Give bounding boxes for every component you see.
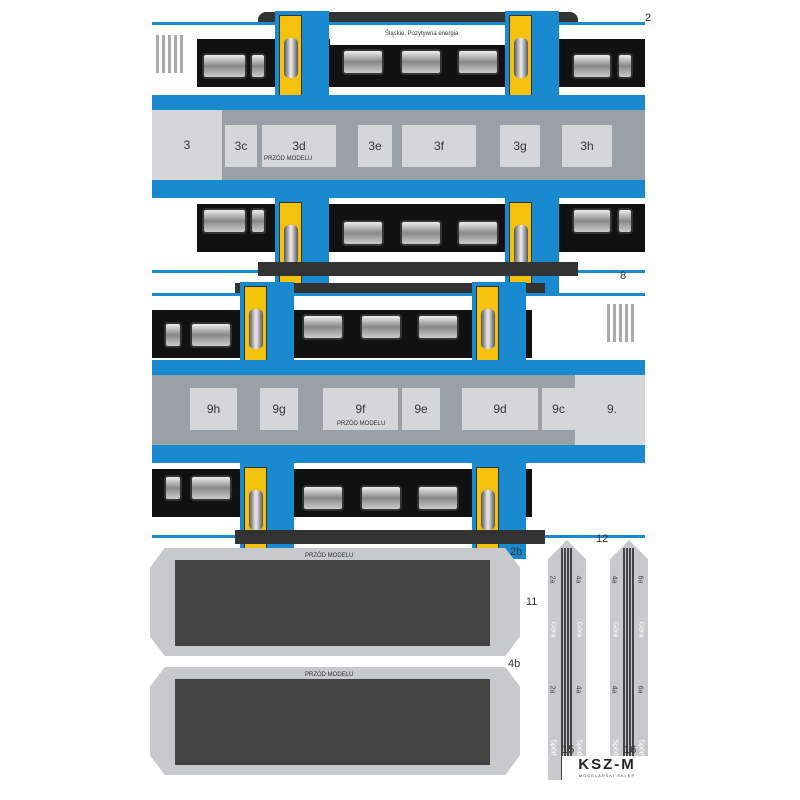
ad-area: Śląskie. Pozytywna energia	[330, 25, 506, 45]
strip-label: 2a	[548, 685, 556, 694]
strip-label: Góra	[637, 621, 645, 638]
door	[275, 11, 329, 191]
window	[190, 322, 232, 348]
panel-9d: 9d	[462, 388, 538, 430]
strip-label: 4a	[610, 685, 618, 694]
panel-9: 9.	[606, 402, 617, 416]
roof-part-2b: PRZÓD MODELU	[150, 548, 520, 656]
roof-part-4b: PRZÓD MODELU	[150, 667, 520, 775]
side-wall-upper: Śląskie. Pozytywna energia	[152, 11, 645, 191]
window	[400, 49, 442, 75]
window	[360, 314, 402, 340]
blue-stripe	[152, 445, 645, 460]
side-wall-lower	[152, 460, 645, 643]
panel-3d-label: 3d	[292, 139, 306, 153]
part-number-2: 2	[645, 12, 652, 24]
strip-number: 15	[562, 744, 575, 756]
strip-label: Spód	[549, 739, 557, 756]
panel-3e: 3e	[358, 125, 392, 167]
panel-9e: 9e	[402, 388, 440, 430]
brand-logo: KSZ-M MODELARSKI SKLEP	[562, 756, 652, 780]
front-label: PRZÓD MODELU	[264, 156, 313, 162]
blue-stripe	[152, 95, 645, 110]
part-number-12: 12	[596, 533, 609, 545]
panel-3d: 3d	[262, 125, 336, 167]
strip-label: 2a	[548, 575, 556, 584]
strip-part-12: 4a Góra 4a Spód 6a Góra 6a Spód 16	[610, 540, 648, 780]
roof-edge	[258, 262, 578, 276]
logo-name: KSZ-M	[578, 756, 636, 773]
panel-3g: 3g	[500, 125, 540, 167]
window	[417, 314, 459, 340]
panel-3f: 3f	[402, 125, 476, 167]
strip-part-11: 2a Góra 2a Spód 4a Góra 4a Spód 15	[548, 540, 586, 780]
part-number-8: 8	[620, 270, 627, 282]
window	[250, 53, 266, 79]
door	[275, 198, 329, 378]
front-label: PRZÓD MODELU	[305, 553, 354, 559]
strip-label: 6a	[636, 575, 644, 584]
strip-number: 16	[624, 744, 637, 756]
panel-9f: 9f	[323, 388, 398, 430]
roof-edge	[235, 530, 545, 544]
window	[617, 208, 633, 234]
window	[572, 208, 612, 234]
logo-graphic	[607, 304, 637, 342]
strip-label: 4a	[610, 575, 618, 584]
strip-label: 6a	[636, 685, 644, 694]
window	[202, 53, 247, 79]
panel-3h: 3h	[562, 125, 612, 167]
strip-label: Góra	[575, 621, 583, 638]
blue-stripe	[152, 360, 645, 375]
strip-label: 4a	[574, 685, 582, 694]
panel-9h: 9h	[190, 388, 237, 430]
logo-tagline: MODELARSKI SKLEP	[578, 773, 636, 778]
window	[164, 475, 182, 501]
window	[250, 208, 266, 234]
window	[302, 485, 344, 511]
strip-label: Góra	[611, 621, 619, 638]
window	[457, 49, 499, 75]
door	[472, 463, 526, 643]
door	[505, 198, 559, 378]
window	[400, 220, 442, 246]
part-number-2b: 2b	[510, 546, 523, 558]
floor-panel-top: 3 3c 3d PRZÓD MODELU 3e 3f 3g 3h	[152, 110, 645, 180]
front-label: PRZÓD MODELU	[337, 421, 386, 427]
strip-label: Spód	[575, 739, 583, 756]
logo-graphic	[156, 35, 186, 73]
window	[342, 220, 384, 246]
blue-stripe	[152, 180, 645, 195]
panel-3: 3	[152, 124, 222, 166]
front-label: PRZÓD MODELU	[305, 672, 354, 678]
panel-9g: 9g	[260, 388, 298, 430]
strip-label: Góra	[549, 621, 557, 638]
window	[457, 220, 499, 246]
strip-label: Spód	[637, 739, 645, 756]
part-number-11: 11	[526, 596, 538, 608]
window	[417, 485, 459, 511]
window	[572, 53, 612, 79]
window	[302, 314, 344, 340]
door	[240, 463, 294, 643]
part-number-4b: 4b	[508, 658, 521, 670]
strip-label: 4a	[574, 575, 582, 584]
window	[202, 208, 247, 234]
ad-text: Śląskie. Pozytywna energia	[385, 31, 459, 37]
window	[360, 485, 402, 511]
window	[617, 53, 633, 79]
window	[190, 475, 232, 501]
strip-label: Spód	[611, 739, 619, 756]
panel-3c: 3c	[225, 125, 257, 167]
window	[164, 322, 182, 348]
floor-panel-bottom: 9h 9g 9f PRZÓD MODELU 9e 9d 9c 9.	[152, 375, 645, 445]
window	[342, 49, 384, 75]
panel-9c: 9c	[542, 388, 575, 430]
door	[505, 11, 559, 191]
